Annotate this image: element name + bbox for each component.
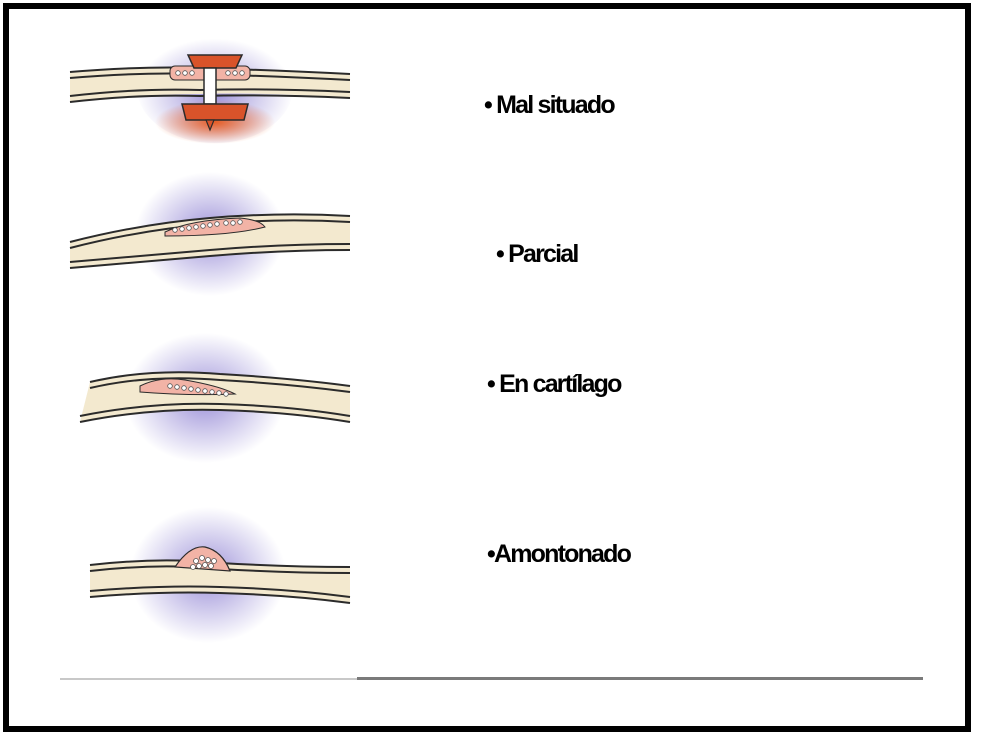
slide-edge xyxy=(971,3,981,738)
cartilage-stent-illustration xyxy=(70,330,360,465)
bunched-stent-illustration xyxy=(80,505,360,645)
footer-rule-left xyxy=(60,678,357,680)
item-label-mal-situado: • Mal situado xyxy=(484,91,614,120)
item-label-parcial: • Parcial xyxy=(496,240,578,269)
item-label-en-cartilago: • En cartílago xyxy=(487,370,621,399)
partial-stent-illustration xyxy=(60,172,360,297)
misplaced-stent-illustration xyxy=(60,30,360,145)
footer-rule-right xyxy=(357,677,923,680)
item-label-amontonado: •Amontonado xyxy=(487,540,630,569)
